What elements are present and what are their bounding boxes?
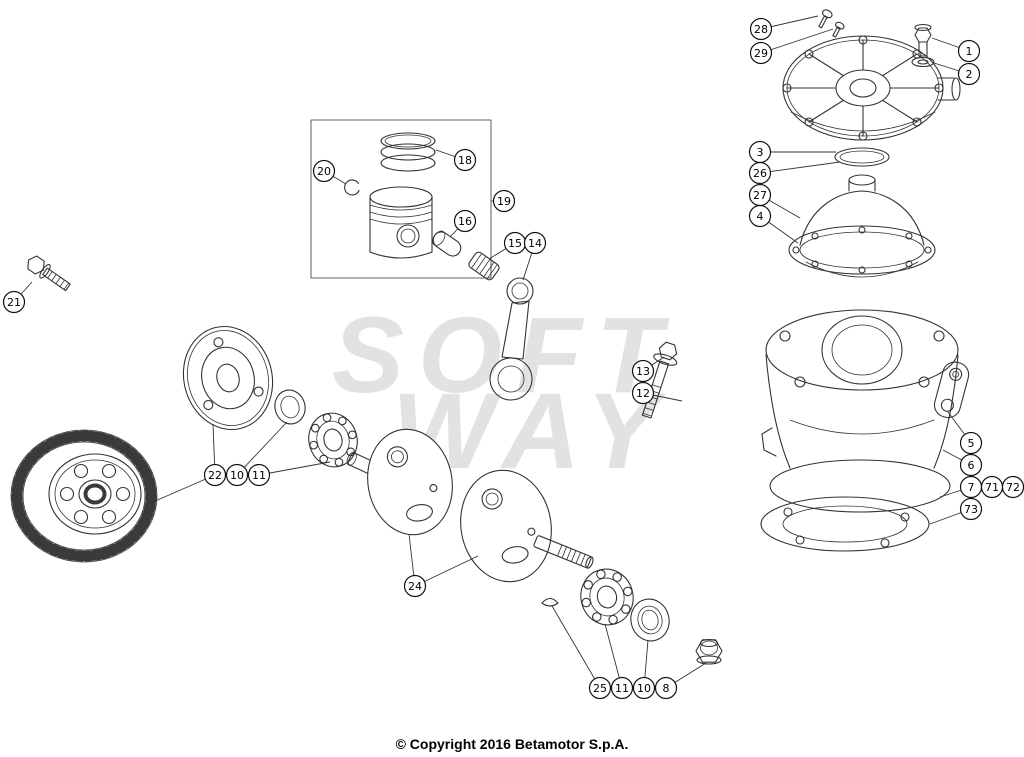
part-piston [369,186,433,259]
svg-text:73: 73 [964,503,978,516]
callout-5: 5 [959,431,983,455]
part-pump-dome [788,174,936,278]
callout-24: 24 [403,574,427,598]
part-cylinder [761,309,959,513]
svg-text:19: 19 [497,195,511,208]
part-ball-bearing-upper [308,412,358,468]
callout-18: 18 [453,148,477,172]
svg-text:13: 13 [636,365,650,378]
part-connecting-rod [489,277,534,401]
callout-6: 6 [959,453,983,477]
svg-text:5: 5 [968,437,975,450]
svg-text:11: 11 [615,682,629,695]
svg-text:14: 14 [528,237,542,250]
screw-top-a-icon [818,9,833,29]
svg-text:21: 21 [7,296,21,309]
svg-text:10: 10 [230,469,244,482]
part-piston-pin [432,230,462,257]
svg-text:12: 12 [636,387,650,400]
part-base-gasket [760,496,930,552]
head-cover-bolt [911,23,935,68]
svg-text:28: 28 [754,23,768,36]
callout-25: 25 [588,676,612,700]
leader-line-26 [759,161,841,174]
part-clutch-basket [10,429,158,563]
svg-text:71: 71 [985,481,999,494]
callout-15: 15 [503,231,527,255]
part-circlip [344,179,360,196]
svg-text:18: 18 [458,154,472,167]
part-left-bolt [27,255,71,292]
part-woodruff-key [541,597,559,607]
callout-14: 14 [523,231,547,255]
svg-text:22: 22 [208,469,222,482]
part-primary-disc [182,325,274,431]
callout-21: 21 [2,290,26,314]
part-nut [695,638,723,665]
svg-text:26: 26 [753,167,767,180]
callout-3: 3 [748,140,772,164]
callout-10: 10 [632,676,656,700]
callout-4: 4 [748,204,772,228]
svg-text:6: 6 [968,459,975,472]
piston-detail-box [310,119,492,279]
callout-72: 72 [1001,475,1024,499]
callout-1: 1 [957,39,981,63]
part-oring [834,147,890,167]
svg-text:11: 11 [252,469,266,482]
callout-22: 22 [203,463,227,487]
part-cylinder-bracket [933,361,970,419]
svg-text:24: 24 [408,580,422,593]
callout-12: 12 [631,381,655,405]
part-piston-rings [380,132,436,172]
callout-29: 29 [749,41,773,65]
leader-line-29 [760,28,834,54]
part-crank-shaft [533,535,594,569]
callout-7: 7 [959,475,983,499]
leader-line-10 [236,421,288,476]
callout-8: 8 [654,676,678,700]
svg-text:15: 15 [508,237,522,250]
callout-19: 19 [492,189,516,213]
svg-text:16: 16 [458,215,472,228]
part-head-cover [782,35,961,141]
part-ball-bearing-lower [580,568,634,626]
callout-28: 28 [749,17,773,41]
svg-text:27: 27 [753,189,767,202]
part-bearing-small [274,389,306,425]
part-crank-half-right [460,469,552,583]
callout-2: 2 [957,62,981,86]
leader-line-25 [551,605,601,689]
svg-text:8: 8 [663,682,670,695]
callout-71: 71 [980,475,1004,499]
callout-11: 11 [610,676,634,700]
callout-11: 11 [247,463,271,487]
svg-text:29: 29 [754,47,768,60]
screw-top-b-icon [832,21,845,38]
part-crank-half-left [367,428,453,536]
svg-text:7: 7 [968,481,975,494]
callout-13: 13 [631,359,655,383]
svg-text:3: 3 [757,146,764,159]
svg-text:20: 20 [317,165,331,178]
callout-16: 16 [453,209,477,233]
svg-text:4: 4 [757,210,764,223]
svg-text:1: 1 [966,45,973,58]
callout-73: 73 [959,497,983,521]
leader-line-24 [414,555,479,587]
svg-text:2: 2 [966,68,973,81]
callout-26: 26 [748,161,772,185]
callout-10: 10 [225,463,249,487]
svg-text:25: 25 [593,682,607,695]
callout-27: 27 [748,183,772,207]
svg-text:72: 72 [1006,481,1020,494]
leader-line-22 [145,474,216,506]
callout-20: 20 [312,159,336,183]
leader-line-11 [258,461,331,476]
copyright-text: © Copyright 2016 Betamotor S.p.A. [395,736,629,752]
part-seal-ring [630,598,670,642]
svg-text:10: 10 [637,682,651,695]
